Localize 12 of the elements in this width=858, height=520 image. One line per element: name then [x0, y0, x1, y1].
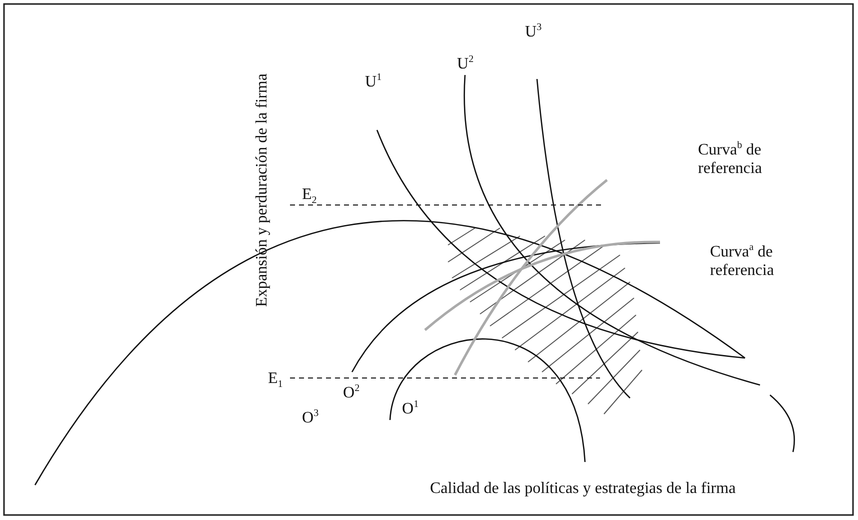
curve-label: U$^{1}$ — [365, 72, 382, 92]
axis-label: Calidad de las políticas y estrategias de la firma — [430, 480, 736, 498]
point-label: E$_{1}$ — [268, 370, 283, 391]
curve-label: Curva$^{a}$ de referencia — [710, 242, 775, 280]
axis-label: Expansión y perduración de la firma — [252, 74, 271, 307]
point-label: O$^{1}$ — [402, 399, 419, 419]
curve-label: Curva$^{b}$ de referencia — [698, 140, 763, 178]
curve-label: U$^{2}$ — [457, 54, 474, 74]
point-label: O$^{3}$ — [302, 408, 319, 428]
curve-label: U$^{3}$ — [525, 22, 542, 42]
point-label: E$_{2}$ — [302, 186, 317, 207]
point-label: O$^{2}$ — [343, 383, 360, 403]
